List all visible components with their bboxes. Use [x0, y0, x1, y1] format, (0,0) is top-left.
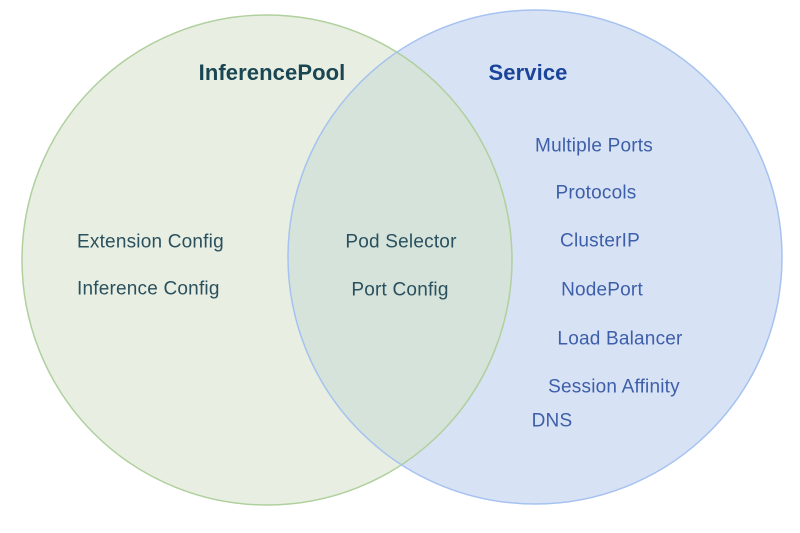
right-item-clusterip: ClusterIP — [560, 230, 640, 252]
inferencepool-title: InferencePool — [198, 60, 346, 85]
right-item-protocols: Protocols — [555, 182, 637, 204]
overlap-item-pod-selector: Pod Selector — [345, 231, 457, 253]
service-title: Service — [488, 60, 568, 85]
overlap-lens — [288, 15, 512, 504]
right-item-dns: DNS — [531, 410, 573, 432]
right-item-nodeport: NodePort — [561, 279, 643, 301]
left-item-extension-config: Extension Config — [77, 231, 224, 253]
left-item-inference-config: Inference Config — [77, 278, 220, 300]
service-circle-border — [287, 9, 783, 505]
right-item-session-affinity: Session Affinity — [548, 376, 680, 398]
overlap-item-port-config: Port Config — [351, 279, 449, 301]
right-item-load-balancer: Load Balancer — [557, 328, 683, 350]
right-item-multiple-ports: Multiple Ports — [535, 135, 653, 157]
inferencepool-circle-border — [21, 14, 513, 506]
